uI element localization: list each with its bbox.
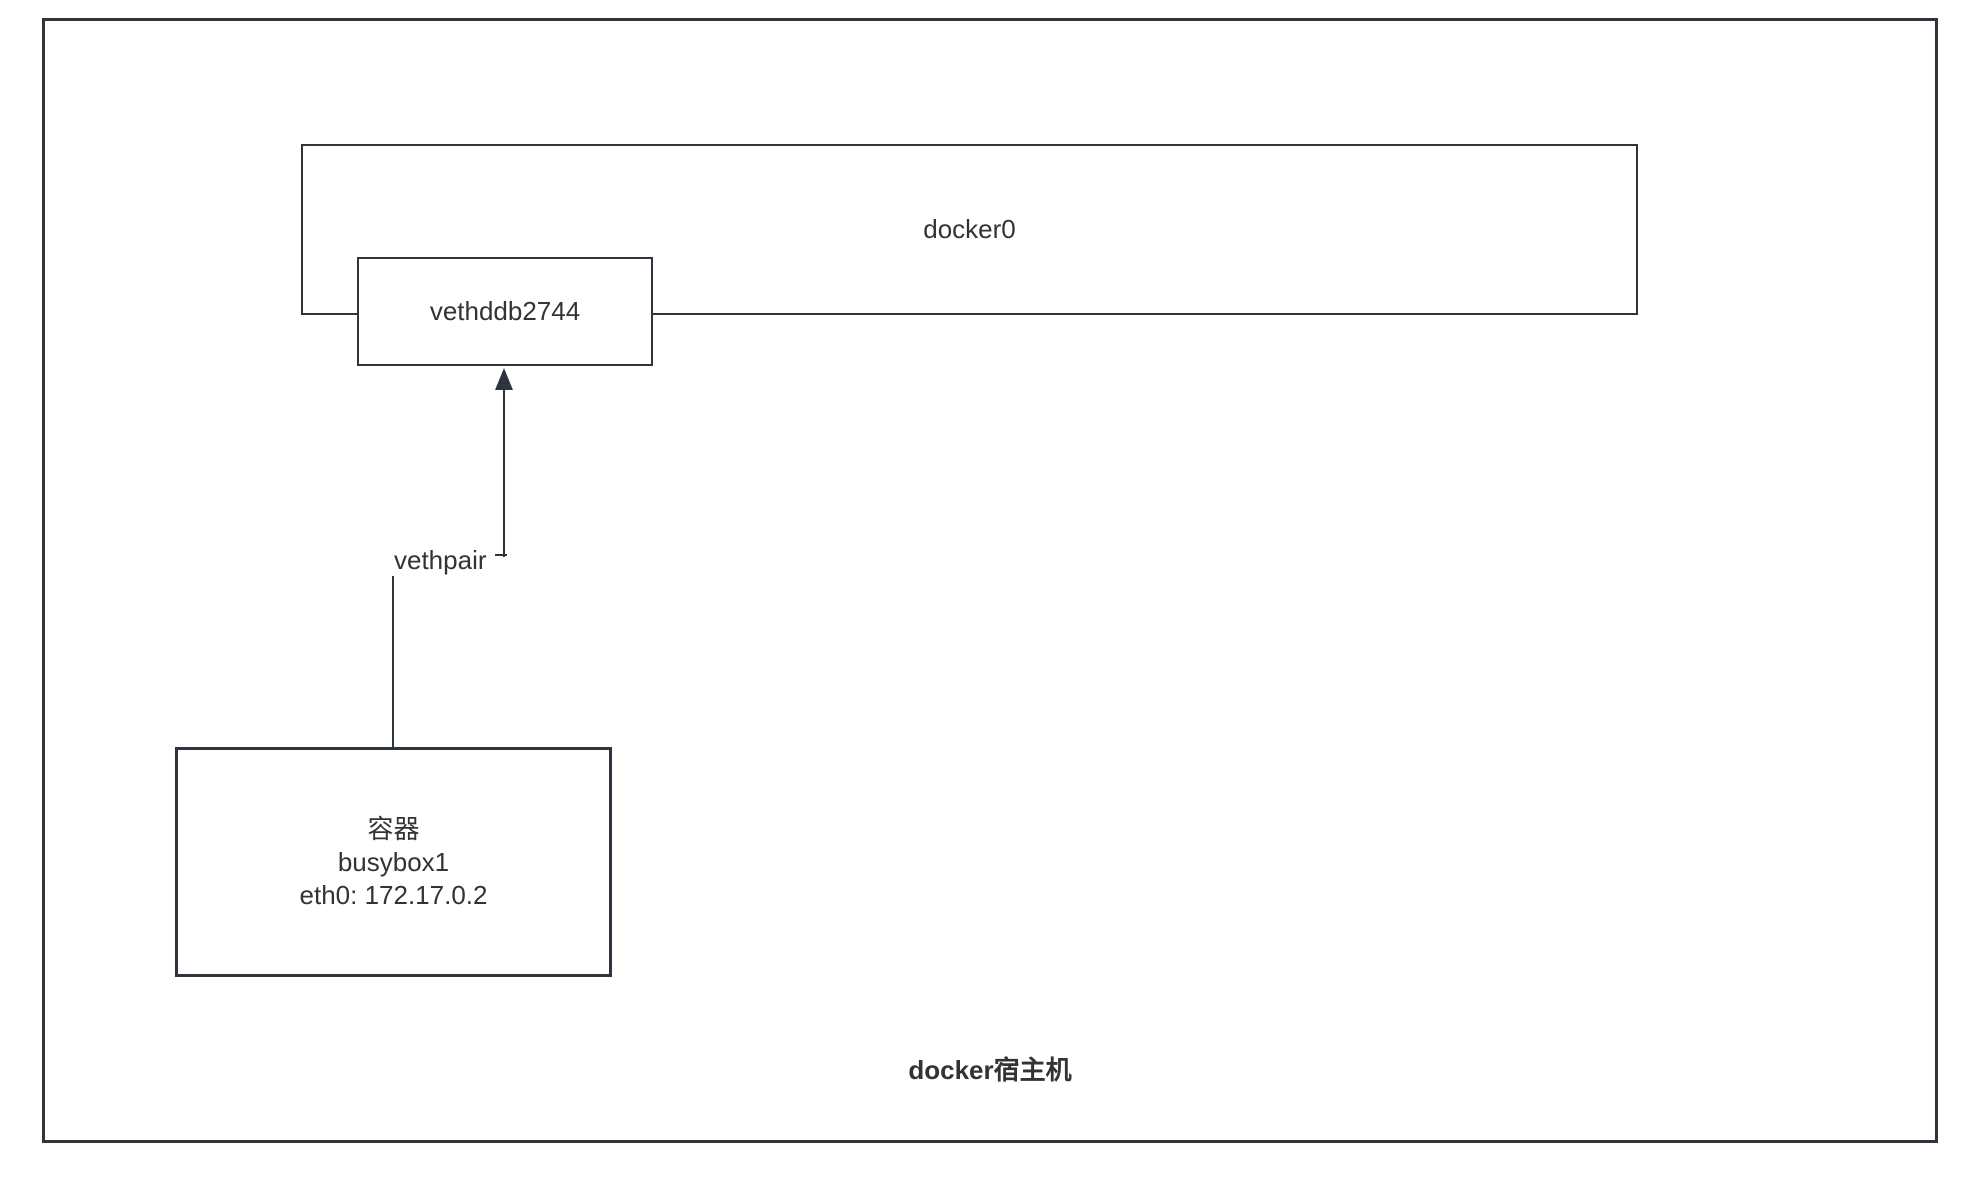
- container-ip: eth0: 172.17.0.2: [299, 879, 488, 910]
- docker-host-box: [42, 18, 1938, 1143]
- veth-interface-box: vethddb2744: [357, 257, 653, 366]
- vethpair-edge-jog-segment: [495, 554, 507, 556]
- arrow-up-icon: [495, 368, 513, 390]
- veth-interface-label: vethddb2744: [429, 296, 581, 326]
- vethpair-edge-label: vethpair: [392, 544, 489, 576]
- vethpair-edge-upper-segment: [503, 386, 505, 557]
- docker-host-label: docker宿主机: [908, 1055, 1072, 1085]
- container-name: busybox1: [337, 846, 450, 877]
- docker0-label: docker0: [923, 214, 1016, 244]
- vethpair-edge-label-text: vethpair: [394, 544, 487, 575]
- vethpair-edge-lower-segment: [392, 558, 394, 747]
- container-box: 容器 busybox1 eth0: 172.17.0.2: [175, 747, 612, 977]
- container-title: 容器: [367, 813, 420, 844]
- docker0-bridge-box: docker0: [301, 144, 1638, 315]
